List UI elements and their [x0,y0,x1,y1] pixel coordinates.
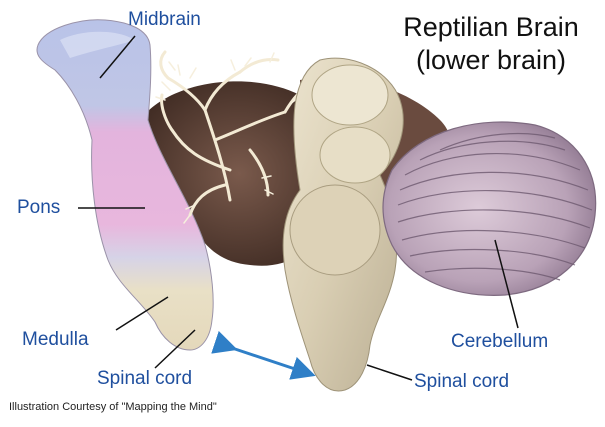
leader-spinal-right [367,365,412,380]
label-midbrain: Midbrain [128,9,201,31]
colliculus-lower [320,127,390,183]
title-line-2: (lower brain) [386,45,596,76]
label-spinal-cord-right: Spinal cord [414,371,509,393]
label-pons: Pons [17,197,60,219]
pons-bulge-right [290,185,380,275]
label-spinal-cord-left: Spinal cord [97,368,192,390]
illustration-credit: Illustration Courtesy of "Mapping the Mi… [9,401,217,413]
label-medulla: Medulla [22,329,89,351]
title-line-1: Reptilian Brain [386,12,596,43]
colliculus-upper [312,65,388,125]
cerebellum [383,122,596,295]
label-cerebellum: Cerebellum [451,331,548,353]
comparison-arrow [232,348,310,374]
